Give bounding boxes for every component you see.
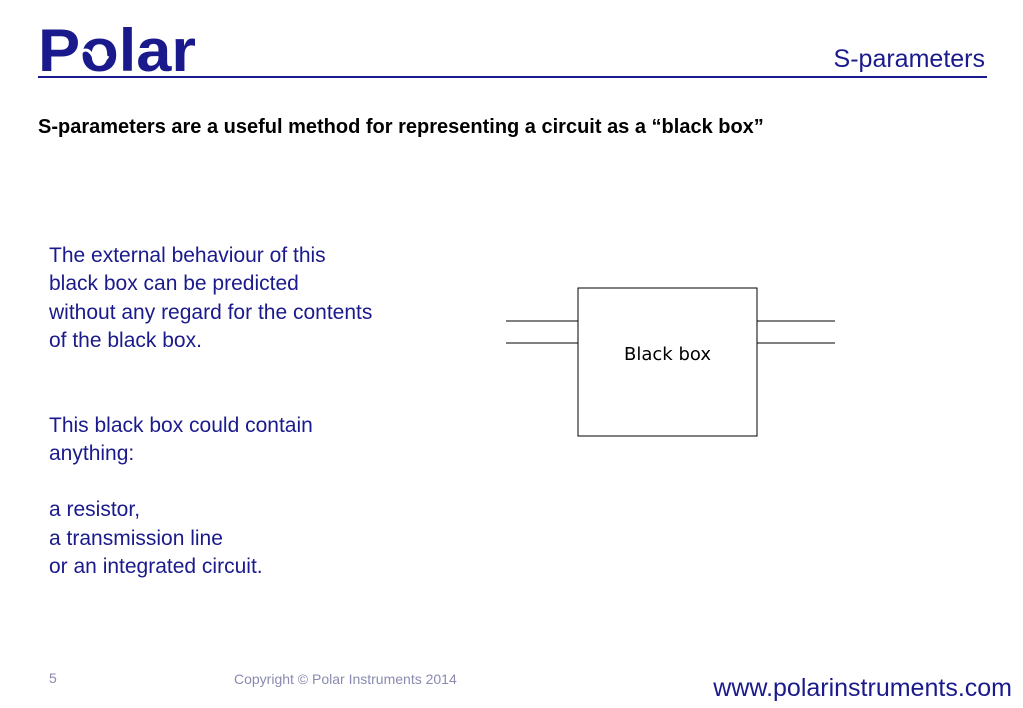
page-number: 5 <box>49 670 57 686</box>
black-box-label: Black box <box>624 344 711 365</box>
list-item: or an integrated circuit. <box>49 555 263 579</box>
list-item: a transmission line <box>49 526 223 550</box>
body-line: without any regard for the contents <box>49 300 373 324</box>
black-box-diagram <box>506 287 835 437</box>
header-divider <box>38 76 987 78</box>
website-link[interactable]: www.polarinstruments.com <box>713 674 1012 702</box>
body-line: anything: <box>49 442 135 466</box>
headline: S-parameters are a useful method for rep… <box>38 116 764 138</box>
body-line: black box can be predicted <box>49 272 299 296</box>
slide-title: S-parameters <box>833 45 985 73</box>
svg-text:Polar: Polar <box>38 22 196 74</box>
body-line: The external behaviour of this <box>49 244 326 267</box>
body-text: The external behaviour of this black box… <box>49 242 429 582</box>
copyright-notice: Copyright © Polar Instruments 2014 <box>234 671 457 687</box>
polar-logo: Polar <box>38 22 196 74</box>
black-box <box>577 287 758 437</box>
body-line: of the black box. <box>49 329 202 353</box>
list-item: a resistor, <box>49 498 141 522</box>
body-line: This black box could contain <box>49 413 313 437</box>
